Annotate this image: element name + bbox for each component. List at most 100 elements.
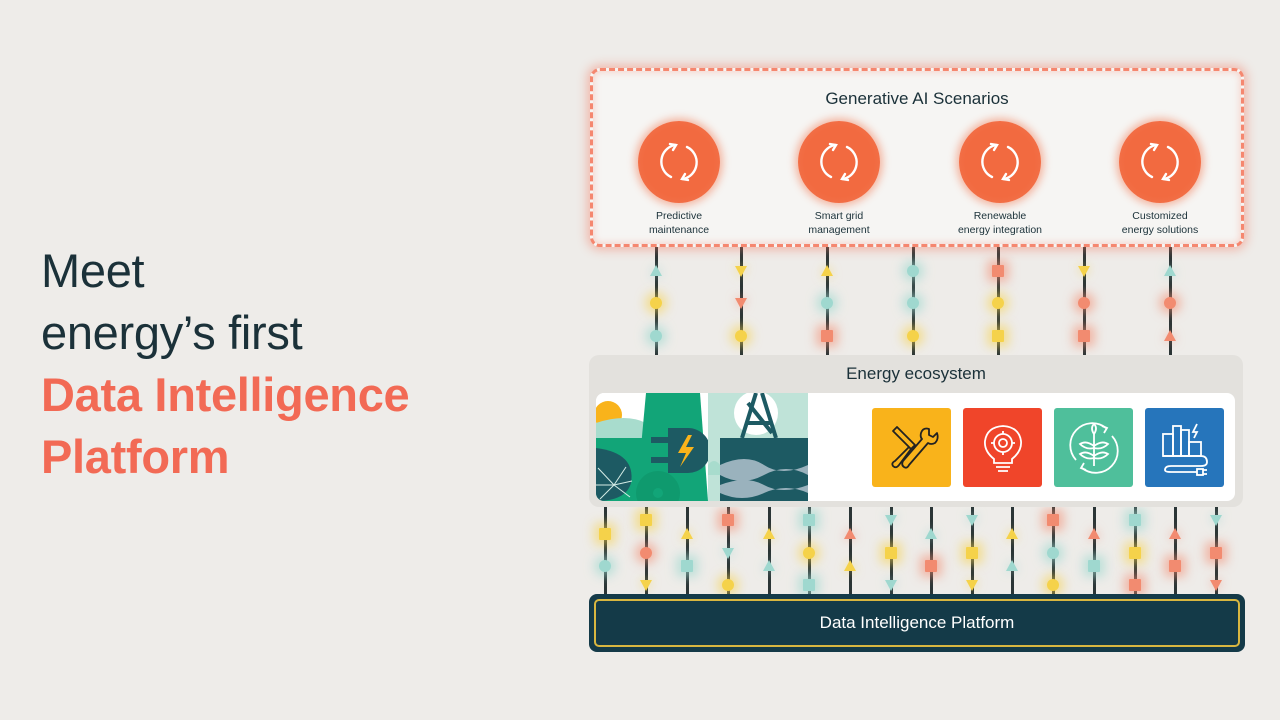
data-intelligence-platform-bar: Data Intelligence Platform xyxy=(589,594,1245,652)
scenario-smart-grid-management: Smart grid management xyxy=(764,121,914,237)
tri-up-marker-icon xyxy=(763,560,775,571)
headline-line-meet: Meet xyxy=(41,244,145,297)
tri-down-marker-icon xyxy=(640,580,652,591)
tile-tools xyxy=(872,408,951,487)
tri-up-marker-icon xyxy=(925,528,937,539)
square-marker-icon xyxy=(1088,560,1100,572)
square-marker-icon xyxy=(1047,514,1059,526)
scenario-label-line: management xyxy=(808,224,870,236)
circle-marker-icon xyxy=(640,547,652,559)
energy-ecosystem-box: Energy ecosystem xyxy=(589,355,1243,507)
square-marker-icon xyxy=(885,547,897,559)
connector-line xyxy=(1173,507,1177,594)
tri-up-marker-icon xyxy=(1164,330,1176,341)
scenario-label: Smart grid management xyxy=(764,209,914,237)
square-marker-icon xyxy=(1129,547,1141,559)
scenario-label-line: maintenance xyxy=(648,224,710,236)
tri-down-marker-icon xyxy=(885,515,897,526)
tri-up-marker-icon xyxy=(763,528,775,539)
circle-marker-icon xyxy=(1078,297,1090,309)
tri-up-marker-icon xyxy=(1006,560,1018,571)
circle-marker-icon xyxy=(907,265,919,277)
scenario-label-line: Renewable xyxy=(973,210,1027,222)
tri-up-marker-icon xyxy=(1088,528,1100,539)
headline: Meet energy’s first Data Intelligence Pl… xyxy=(41,240,410,488)
scenario-label-line: Smart grid xyxy=(814,210,864,222)
tri-down-marker-icon xyxy=(966,580,978,591)
scenario-label-line: Customized xyxy=(1132,210,1188,222)
tile-smart-city xyxy=(1145,408,1224,487)
scenario-label: Predictive maintenance xyxy=(604,209,754,237)
headline-line-energys-first: energy’s first xyxy=(41,306,303,359)
tri-up-marker-icon xyxy=(844,560,856,571)
scenario-label-line: energy solutions xyxy=(1121,224,1199,236)
square-marker-icon xyxy=(1210,547,1222,559)
tile-sustainability xyxy=(1054,408,1133,487)
tools-icon xyxy=(890,425,939,469)
energy-ecosystem-panel xyxy=(596,393,1235,501)
tri-up-marker-icon xyxy=(681,528,693,539)
tri-down-marker-icon xyxy=(1210,580,1222,591)
headline-line-data-intelligence: Data Intelligence xyxy=(41,368,410,421)
circle-marker-icon xyxy=(650,330,662,342)
tri-up-marker-icon xyxy=(821,265,833,276)
tile-innovation xyxy=(963,408,1042,487)
circle-marker-icon xyxy=(735,330,747,342)
connector-line xyxy=(848,507,852,594)
data-intelligence-platform-label: Data Intelligence Platform xyxy=(594,599,1240,647)
square-marker-icon xyxy=(821,330,833,342)
tri-down-marker-icon xyxy=(885,580,897,591)
generative-ai-scenarios-box: Generative AI Scenarios Predictive maint… xyxy=(590,68,1244,247)
connector-line xyxy=(1010,507,1014,594)
square-marker-icon xyxy=(681,560,693,572)
circle-marker-icon xyxy=(722,579,734,591)
tri-up-marker-icon xyxy=(1164,265,1176,276)
circle-marker-icon xyxy=(1047,579,1059,591)
circle-marker-icon xyxy=(650,297,662,309)
energy-illustration xyxy=(596,393,808,501)
lightbulb-gear-icon xyxy=(983,424,1022,472)
tri-down-marker-icon xyxy=(735,298,747,309)
tri-up-marker-icon xyxy=(1169,528,1181,539)
tri-down-marker-icon xyxy=(722,548,734,559)
tri-down-marker-icon xyxy=(1210,515,1222,526)
square-marker-icon xyxy=(992,265,1004,277)
energy-ecosystem-title: Energy ecosystem xyxy=(846,364,986,383)
tri-up-marker-icon xyxy=(1006,528,1018,539)
circle-marker-icon xyxy=(803,547,815,559)
tri-up-marker-icon xyxy=(844,528,856,539)
square-marker-icon xyxy=(1129,579,1141,591)
circle-marker-icon xyxy=(821,297,833,309)
square-marker-icon xyxy=(1078,330,1090,342)
scenario-renewable-energy-integration: Renewable energy integration xyxy=(925,121,1075,237)
square-marker-icon xyxy=(803,514,815,526)
square-marker-icon xyxy=(803,579,815,591)
connector-line xyxy=(1092,507,1096,594)
circle-marker-icon xyxy=(907,297,919,309)
connector-line xyxy=(767,507,771,594)
square-marker-icon xyxy=(599,528,611,540)
square-marker-icon xyxy=(966,547,978,559)
scenario-label-line: energy integration xyxy=(957,224,1043,236)
circle-marker-icon xyxy=(1164,297,1176,309)
scenario-label-line: Predictive xyxy=(655,210,703,222)
tri-down-marker-icon xyxy=(966,515,978,526)
connector-line xyxy=(685,507,689,594)
scenario-predictive-maintenance: Predictive maintenance xyxy=(604,121,754,237)
circle-marker-icon xyxy=(1047,547,1059,559)
plant-cycle-icon xyxy=(1068,421,1119,474)
circle-marker-icon xyxy=(599,560,611,572)
circle-marker-icon xyxy=(992,297,1004,309)
refresh-cycle-icon xyxy=(1119,121,1201,203)
genai-title: Generative AI Scenarios xyxy=(825,89,1009,108)
scenario-label: Customized energy solutions xyxy=(1085,209,1235,237)
tri-down-marker-icon xyxy=(735,266,747,277)
refresh-cycle-icon xyxy=(959,121,1041,203)
square-marker-icon xyxy=(925,560,937,572)
square-marker-icon xyxy=(640,514,652,526)
connector-line xyxy=(603,507,607,594)
connector-line xyxy=(929,507,933,594)
headline-line-platform: Platform xyxy=(41,430,230,483)
refresh-cycle-icon xyxy=(798,121,880,203)
